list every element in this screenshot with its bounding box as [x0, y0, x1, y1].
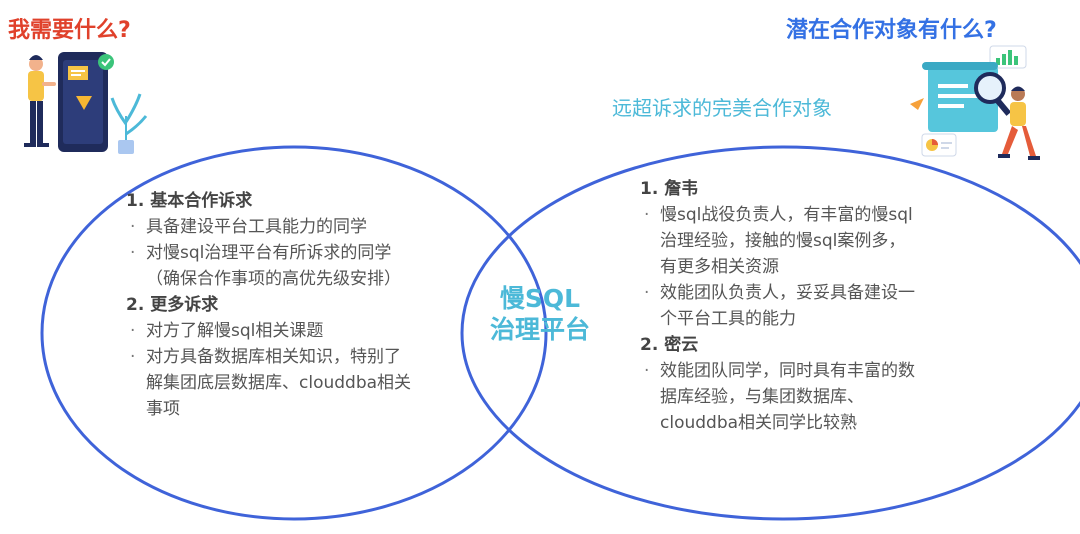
bullet-line: clouddba相关同学比较熟 [660, 413, 858, 433]
person-with-magnifier-illustration [910, 45, 1040, 160]
bullet-line: 对方具备数据库相关知识，特别了 [146, 347, 401, 367]
bullet-line: 事项 [146, 399, 180, 419]
right-section-heading: 1. 詹韦 [640, 179, 699, 199]
left-title: 我需要什么? [8, 18, 131, 43]
left-bullet: 对慢sql治理平台有所诉求的同学 （确保合作事项的高优先级安排） [126, 240, 476, 292]
bullet-line: 效能团队负责人，妥妥具备建设一 [660, 283, 915, 303]
left-bullet: 具备建设平台工具能力的同学 [126, 214, 476, 240]
right-section-heading: 2. 密云 [640, 335, 699, 355]
bullet-line: 对慢sql治理平台有所诉求的同学 [146, 243, 392, 263]
left-bullet: 对方了解慢sql相关课题 [126, 318, 476, 344]
left-bullet: 对方具备数据库相关知识，特别了 解集团底层数据库、clouddba相关 事项 [126, 344, 476, 422]
bullet-line: （确保合作事项的高优先级安排） [146, 269, 401, 289]
bullet-line: 具备建设平台工具能力的同学 [146, 217, 367, 237]
right-circle-content: 1. 詹韦 慢sql战役负责人，有丰富的慢sql 治理经验，接触的慢sql案例多… [640, 176, 990, 436]
bullet-line: 据库经验，与集团数据库、 [660, 387, 864, 407]
left-section-heading: 1. 基本合作诉求 [126, 191, 253, 211]
bullet-line: 解集团底层数据库、clouddba相关 [146, 373, 412, 393]
right-bullet: 效能团队负责人，妥妥具备建设一 个平台工具的能力 [640, 280, 990, 332]
center-label-line1: 慢SQL [499, 284, 581, 313]
bullet-line: 慢sql战役负责人，有丰富的慢sql [660, 205, 913, 225]
right-subtitle: 远超诉求的完美合作对象 [612, 96, 832, 120]
bullet-line: 对方了解慢sql相关课题 [146, 321, 324, 341]
center-label: 慢SQL 治理平台 [472, 283, 608, 345]
person-with-phone-illustration [24, 52, 148, 154]
right-bullet: 慢sql战役负责人，有丰富的慢sql 治理经验，接触的慢sql案例多， 有更多相… [640, 202, 990, 280]
right-bullet: 效能团队同学，同时具有丰富的数 据库经验，与集团数据库、 clouddba相关同… [640, 358, 990, 436]
center-label-line2: 治理平台 [489, 315, 590, 344]
bullet-line: 有更多相关资源 [660, 257, 779, 277]
bullet-line: 效能团队同学，同时具有丰富的数 [660, 361, 915, 381]
left-circle [40, 145, 548, 521]
bullet-line: 个平台工具的能力 [660, 309, 796, 329]
left-section-heading: 2. 更多诉求 [126, 295, 219, 315]
left-circle-content: 1. 基本合作诉求 具备建设平台工具能力的同学 对慢sql治理平台有所诉求的同学… [126, 188, 476, 422]
right-title: 潜在合作对象有什么? [786, 18, 997, 43]
bullet-line: 治理经验，接触的慢sql案例多， [660, 231, 906, 251]
